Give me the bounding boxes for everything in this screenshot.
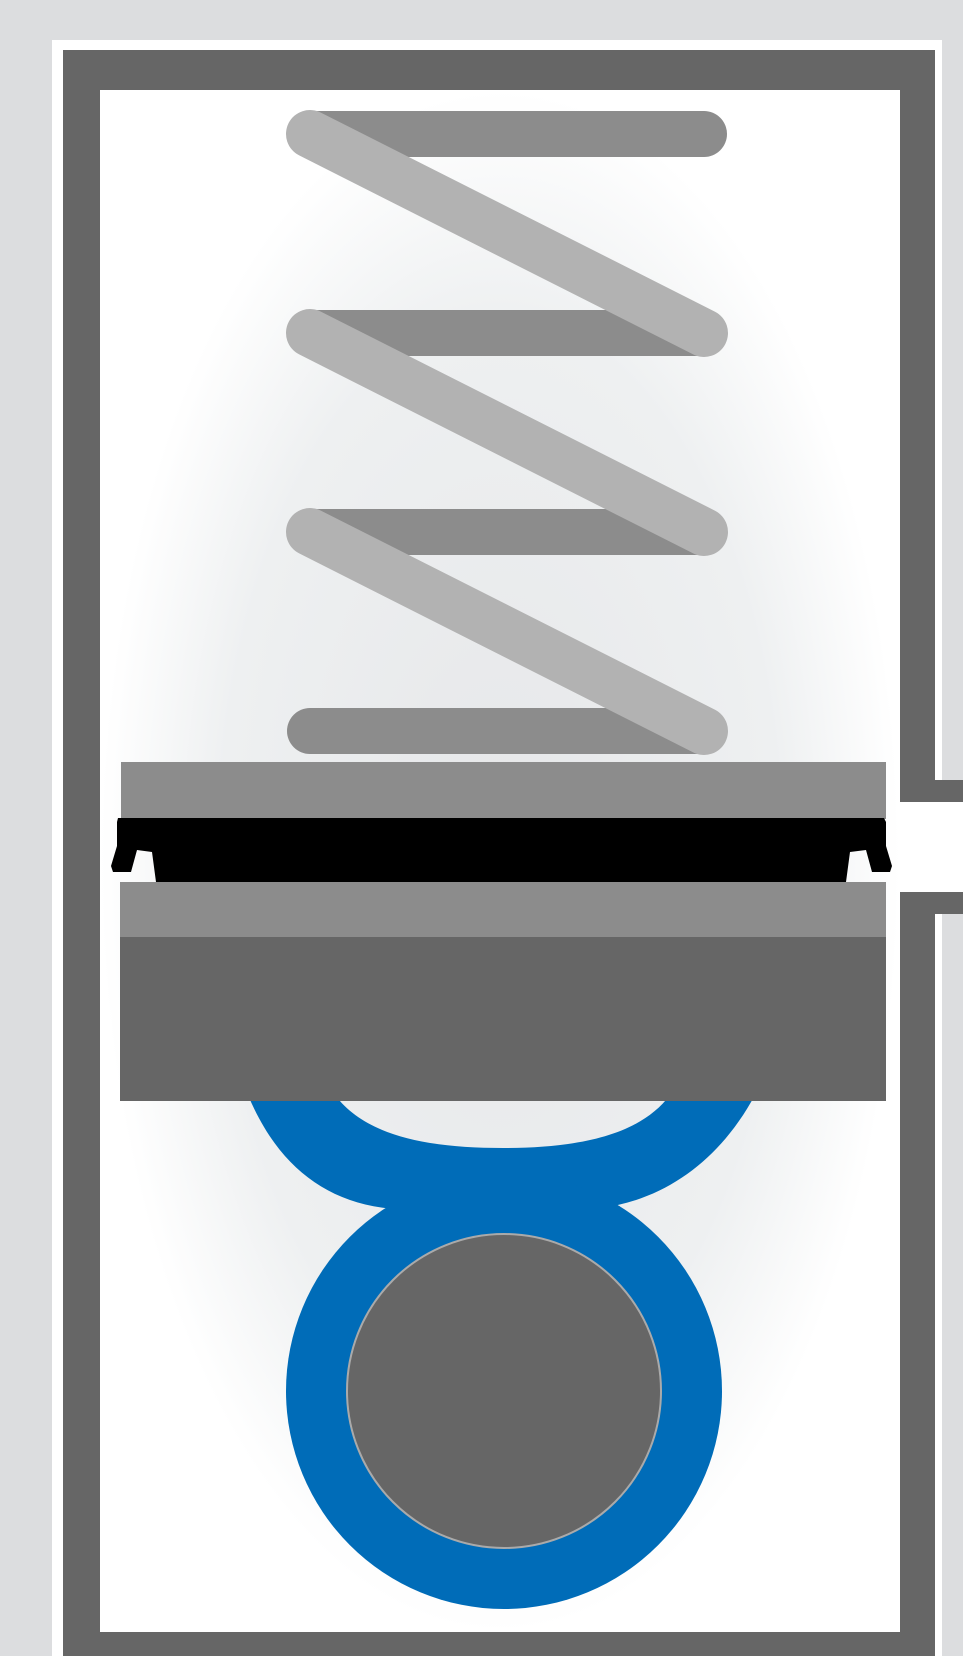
circular-pin-icon	[346, 1233, 662, 1549]
piston-head	[120, 882, 886, 1101]
seal-lip-icon	[111, 818, 892, 882]
housing-port-gap	[935, 802, 963, 892]
coil-spring-icon	[286, 110, 728, 755]
housing-port-lower	[900, 892, 963, 914]
upper-plate	[121, 762, 886, 819]
housing-port-upper	[900, 780, 963, 802]
